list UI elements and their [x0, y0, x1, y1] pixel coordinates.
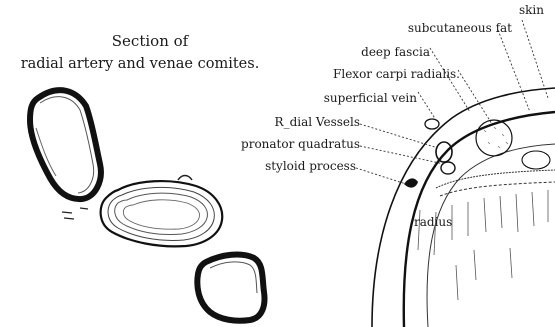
wrist-section: [372, 88, 555, 327]
left-title-line1: Section of: [112, 32, 190, 50]
label-flexor-carpi-radialis: Flexor carpi radialis.: [333, 67, 460, 81]
label-skin: skin: [519, 3, 544, 17]
vena-comitans-upper: [30, 90, 101, 199]
radial-artery-section: [101, 176, 223, 247]
label-superficial-vein: superficial vein: [324, 91, 417, 105]
vena-comitans-lower: [197, 255, 264, 321]
label-radial-vessels: R_dial Vessels: [275, 115, 360, 129]
label-deep-fascia: deep fascia: [361, 45, 430, 59]
label-radius: radius: [414, 215, 452, 229]
label-pronator-quadratus: pronator quadratus: [241, 137, 360, 151]
label-subcutaneous-fat: subcutaneous fat: [408, 21, 512, 35]
hatch-marks: [62, 208, 88, 219]
label-styloid-process: styloid process: [265, 159, 356, 173]
left-title-line2: radial artery and venae comites.: [21, 56, 260, 72]
